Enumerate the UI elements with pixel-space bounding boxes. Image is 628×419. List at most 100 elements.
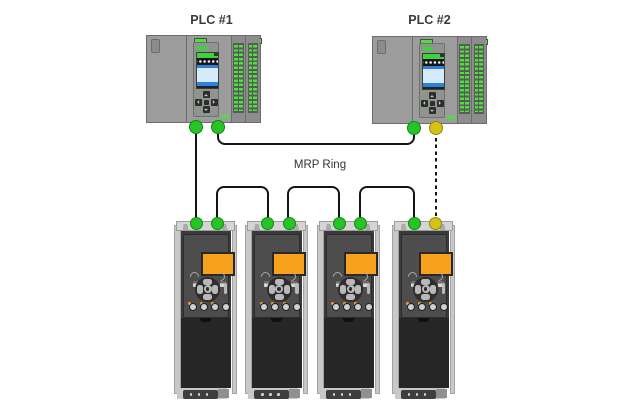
ethernet-port-1 bbox=[189, 217, 203, 230]
terminal-block bbox=[325, 390, 361, 399]
nav-left-icon bbox=[415, 284, 421, 294]
io-led-panel bbox=[473, 44, 484, 114]
nav-right-icon bbox=[212, 284, 218, 294]
nav-ok-button bbox=[275, 285, 283, 293]
mrp-ring-label: MRP Ring bbox=[293, 159, 347, 171]
terminal-screw bbox=[340, 393, 344, 396]
drive-lower-cover bbox=[323, 318, 374, 388]
nav-right-icon bbox=[355, 284, 361, 294]
drive-top-cap bbox=[247, 221, 306, 231]
dpad-down-icon bbox=[202, 106, 210, 113]
cable-gland bbox=[360, 389, 372, 398]
ethernet-port-1 bbox=[332, 217, 346, 230]
cable-gland bbox=[217, 389, 229, 398]
cable-gland bbox=[435, 389, 447, 398]
link-plc1-drive1 bbox=[194, 130, 198, 222]
io-led-column bbox=[248, 45, 253, 111]
drive-display bbox=[343, 252, 378, 276]
dpad-right-icon bbox=[436, 99, 444, 107]
display-status-leds bbox=[196, 58, 218, 65]
io-led-column bbox=[464, 46, 469, 112]
terminal-block bbox=[400, 390, 436, 399]
auto-on-button bbox=[353, 303, 362, 311]
link-plc2-drive4-backup bbox=[434, 131, 437, 221]
dpad-up-icon bbox=[202, 91, 210, 98]
cover-latch bbox=[342, 318, 354, 322]
cpu-keypad bbox=[194, 91, 218, 115]
nav-down-icon bbox=[421, 293, 430, 300]
cpu-module-panel bbox=[193, 42, 219, 117]
io-led-column bbox=[253, 45, 258, 111]
menu-button bbox=[291, 281, 297, 287]
io-led-column bbox=[474, 46, 479, 112]
info-button bbox=[441, 283, 445, 294]
reset-button bbox=[364, 303, 373, 311]
info-button bbox=[223, 283, 227, 294]
io-led-column bbox=[238, 45, 243, 111]
heatsink-rail bbox=[231, 225, 237, 394]
menu-button bbox=[362, 281, 369, 287]
drive-display bbox=[272, 252, 306, 276]
ethernet-port-2 bbox=[354, 217, 367, 230]
ethernet-port-2 bbox=[429, 121, 443, 135]
terminal-block bbox=[254, 390, 289, 399]
off-button bbox=[271, 303, 279, 311]
reset-button bbox=[439, 303, 448, 311]
ethernet-port-2 bbox=[429, 217, 442, 230]
nav-wheel bbox=[195, 276, 220, 302]
nav-left-icon bbox=[197, 284, 203, 294]
mounting-notch bbox=[254, 224, 260, 230]
nav-wheel bbox=[266, 276, 292, 302]
drive-lower-cover bbox=[398, 318, 449, 388]
drive-base bbox=[394, 388, 447, 399]
terminal-screw bbox=[205, 393, 209, 396]
io-led-column bbox=[460, 46, 464, 112]
io-led-panel bbox=[233, 43, 244, 113]
ethernet-port-2 bbox=[282, 217, 296, 230]
nav-up-icon bbox=[274, 278, 284, 285]
cable-gland bbox=[289, 389, 300, 398]
dpad-up-icon bbox=[428, 92, 436, 99]
ethernet-port-2 bbox=[211, 120, 225, 134]
heatsink-rail bbox=[391, 225, 399, 394]
display-footer-bar bbox=[196, 82, 218, 86]
mounting-notch bbox=[325, 224, 332, 230]
terminal-screw bbox=[189, 393, 193, 396]
drive-base bbox=[176, 388, 229, 399]
nav-up-icon bbox=[421, 278, 430, 285]
drive-top-cap bbox=[393, 221, 453, 231]
control-panel bbox=[254, 234, 306, 318]
nav-wheel bbox=[338, 276, 363, 302]
display-title-bar bbox=[196, 65, 218, 68]
terminal-screw bbox=[269, 393, 272, 396]
nav-up-icon bbox=[346, 278, 355, 285]
plc2-title: PLC #2 bbox=[408, 13, 451, 27]
heatsink-rail bbox=[374, 225, 380, 394]
cpu-display bbox=[421, 53, 445, 90]
nav-down-icon bbox=[274, 293, 284, 300]
terminal-screw bbox=[332, 393, 336, 396]
heatsink-rail bbox=[316, 225, 324, 394]
plc-cabinet bbox=[372, 36, 488, 124]
hand-on-button bbox=[260, 303, 268, 311]
drive-top-cap bbox=[175, 221, 235, 231]
hand-on-button bbox=[188, 303, 197, 311]
module-divider bbox=[411, 37, 413, 123]
nav-right-icon bbox=[283, 284, 290, 294]
module-divider bbox=[185, 36, 187, 122]
cpu-display bbox=[195, 52, 219, 89]
nav-ok-button bbox=[203, 285, 212, 293]
dpad-left-icon bbox=[420, 99, 428, 107]
display-header-bar bbox=[196, 53, 218, 58]
mounting-notch bbox=[182, 224, 189, 230]
cover-latch bbox=[271, 318, 282, 322]
nav-ok-button bbox=[421, 285, 430, 293]
info-button bbox=[295, 283, 299, 294]
display-status-leds bbox=[422, 59, 444, 66]
control-panel bbox=[182, 234, 235, 318]
link-drive2-drive3 bbox=[287, 186, 341, 222]
dpad-left-icon bbox=[194, 98, 202, 106]
reset-button bbox=[221, 303, 230, 311]
mounting-notch bbox=[400, 224, 407, 230]
plc2-node bbox=[372, 36, 488, 135]
